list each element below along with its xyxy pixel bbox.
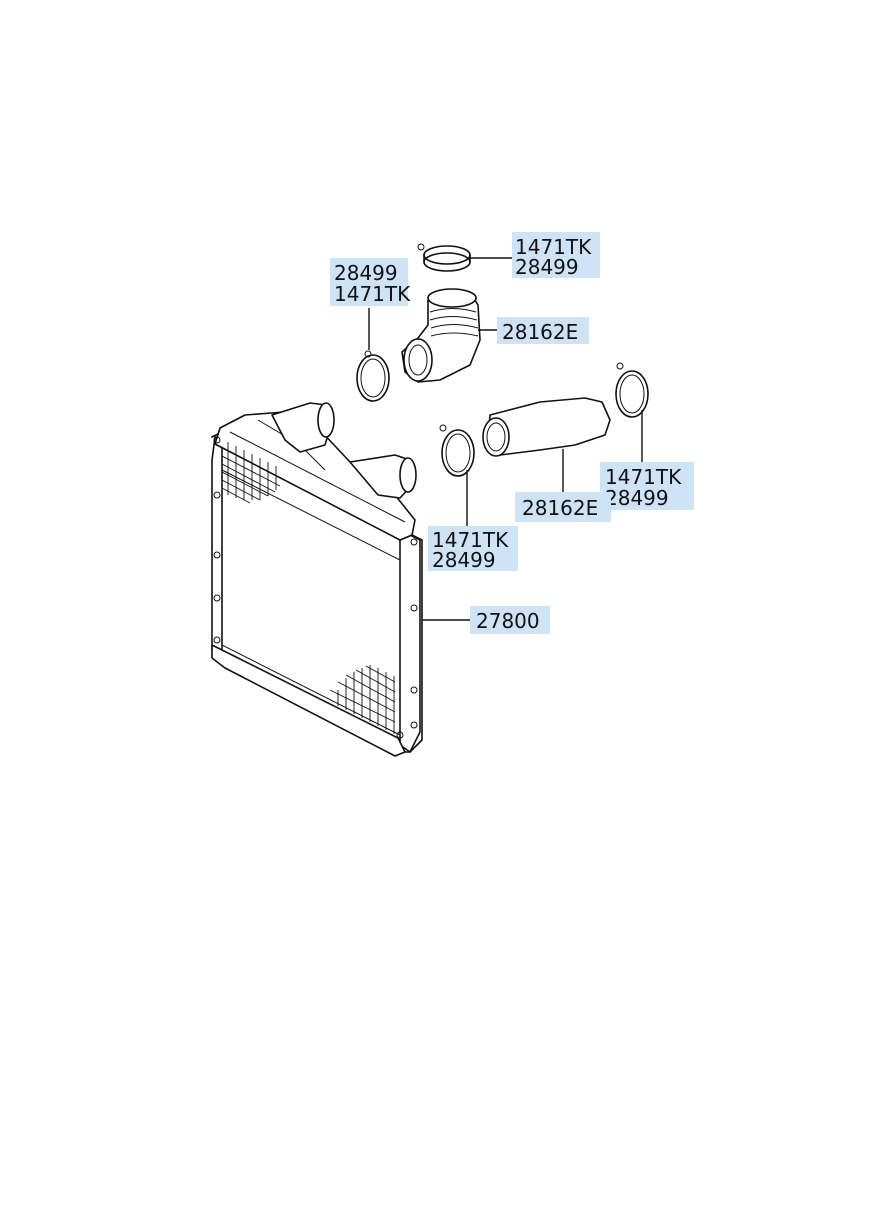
- center-hose-clamp[interactable]: [439, 424, 475, 477]
- left-hose-clamp[interactable]: [356, 350, 390, 402]
- callout-c2-line2: 1471TK: [334, 282, 411, 306]
- callout-c5-line1: 28162E: [522, 496, 598, 520]
- callout-c7-line1: 27800: [476, 609, 540, 633]
- callout-c2[interactable]: 28499 1471TK: [330, 258, 411, 306]
- callout-c6-line2: 28499: [432, 548, 496, 572]
- top-hose-clamp[interactable]: [417, 243, 471, 272]
- callout-c4[interactable]: 1471TK 28499: [600, 462, 694, 510]
- callout-c6-line1: 1471TK: [432, 528, 509, 552]
- callout-c1-line2: 28499: [515, 255, 579, 279]
- right-hose-clamp[interactable]: [615, 362, 649, 418]
- callout-c4-line2: 28499: [605, 486, 669, 510]
- callout-c6[interactable]: 1471TK 28499: [428, 526, 518, 572]
- leader-lines: [368, 257, 643, 621]
- callout-c1[interactable]: 1471TK 28499: [512, 232, 600, 279]
- intercooler[interactable]: [211, 402, 423, 757]
- lower-intake-hose[interactable]: [482, 397, 611, 457]
- callout-c2-line1: 28499: [334, 261, 398, 285]
- callout-c1-line1: 1471TK: [515, 235, 592, 259]
- callout-c7[interactable]: 27800: [470, 606, 550, 634]
- intercooler-bottom-tank: [211, 644, 406, 757]
- intercooler-fin-mesh-lower: [329, 665, 396, 734]
- callout-c4-line1: 1471TK: [605, 465, 682, 489]
- callout-c5[interactable]: 28162E: [515, 492, 611, 522]
- callout-c3[interactable]: 28162E: [497, 317, 589, 344]
- upper-intake-hose[interactable]: [401, 288, 481, 383]
- callout-c3-line1: 28162E: [502, 320, 578, 344]
- intercooler-fin-mesh-upper: [221, 442, 286, 504]
